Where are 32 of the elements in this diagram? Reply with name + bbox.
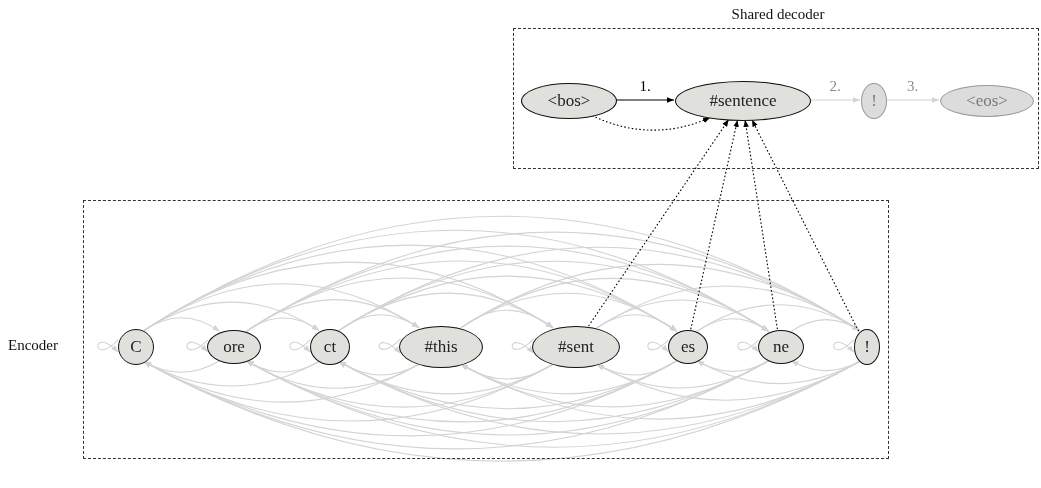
arrow — [751, 119, 860, 332]
arrow — [378, 338, 402, 354]
token-node: ! — [854, 329, 880, 365]
arrow — [588, 119, 730, 327]
edge-label: 2. — [829, 78, 841, 95]
token-node: C — [118, 329, 154, 365]
panel-title: Shared decoder — [731, 6, 825, 23]
arrow — [97, 339, 119, 353]
token-node: ! — [861, 83, 887, 119]
edge-label: 3. — [906, 78, 919, 95]
arrow — [511, 338, 535, 354]
arrow — [615, 97, 675, 103]
arrow — [186, 339, 209, 353]
arrow — [833, 339, 855, 353]
token-node: #sentence — [675, 81, 811, 121]
token-node: es — [668, 330, 708, 364]
edge-label: 1. — [639, 78, 651, 95]
arrow — [743, 119, 778, 330]
token-node: ne — [758, 330, 804, 364]
arrow — [809, 97, 861, 103]
token-node: ore — [207, 330, 261, 364]
arrow — [737, 339, 759, 353]
panel-title: Encoder — [8, 337, 58, 354]
arrow — [690, 119, 739, 330]
token-node: ct — [310, 329, 350, 365]
arrow — [647, 339, 669, 353]
token-node: #this — [399, 326, 483, 368]
arrow — [289, 339, 311, 353]
token-node: #sent — [532, 326, 620, 368]
token-node: <bos> — [521, 83, 617, 119]
arrow — [885, 97, 940, 103]
token-node: <eos> — [940, 85, 1034, 117]
